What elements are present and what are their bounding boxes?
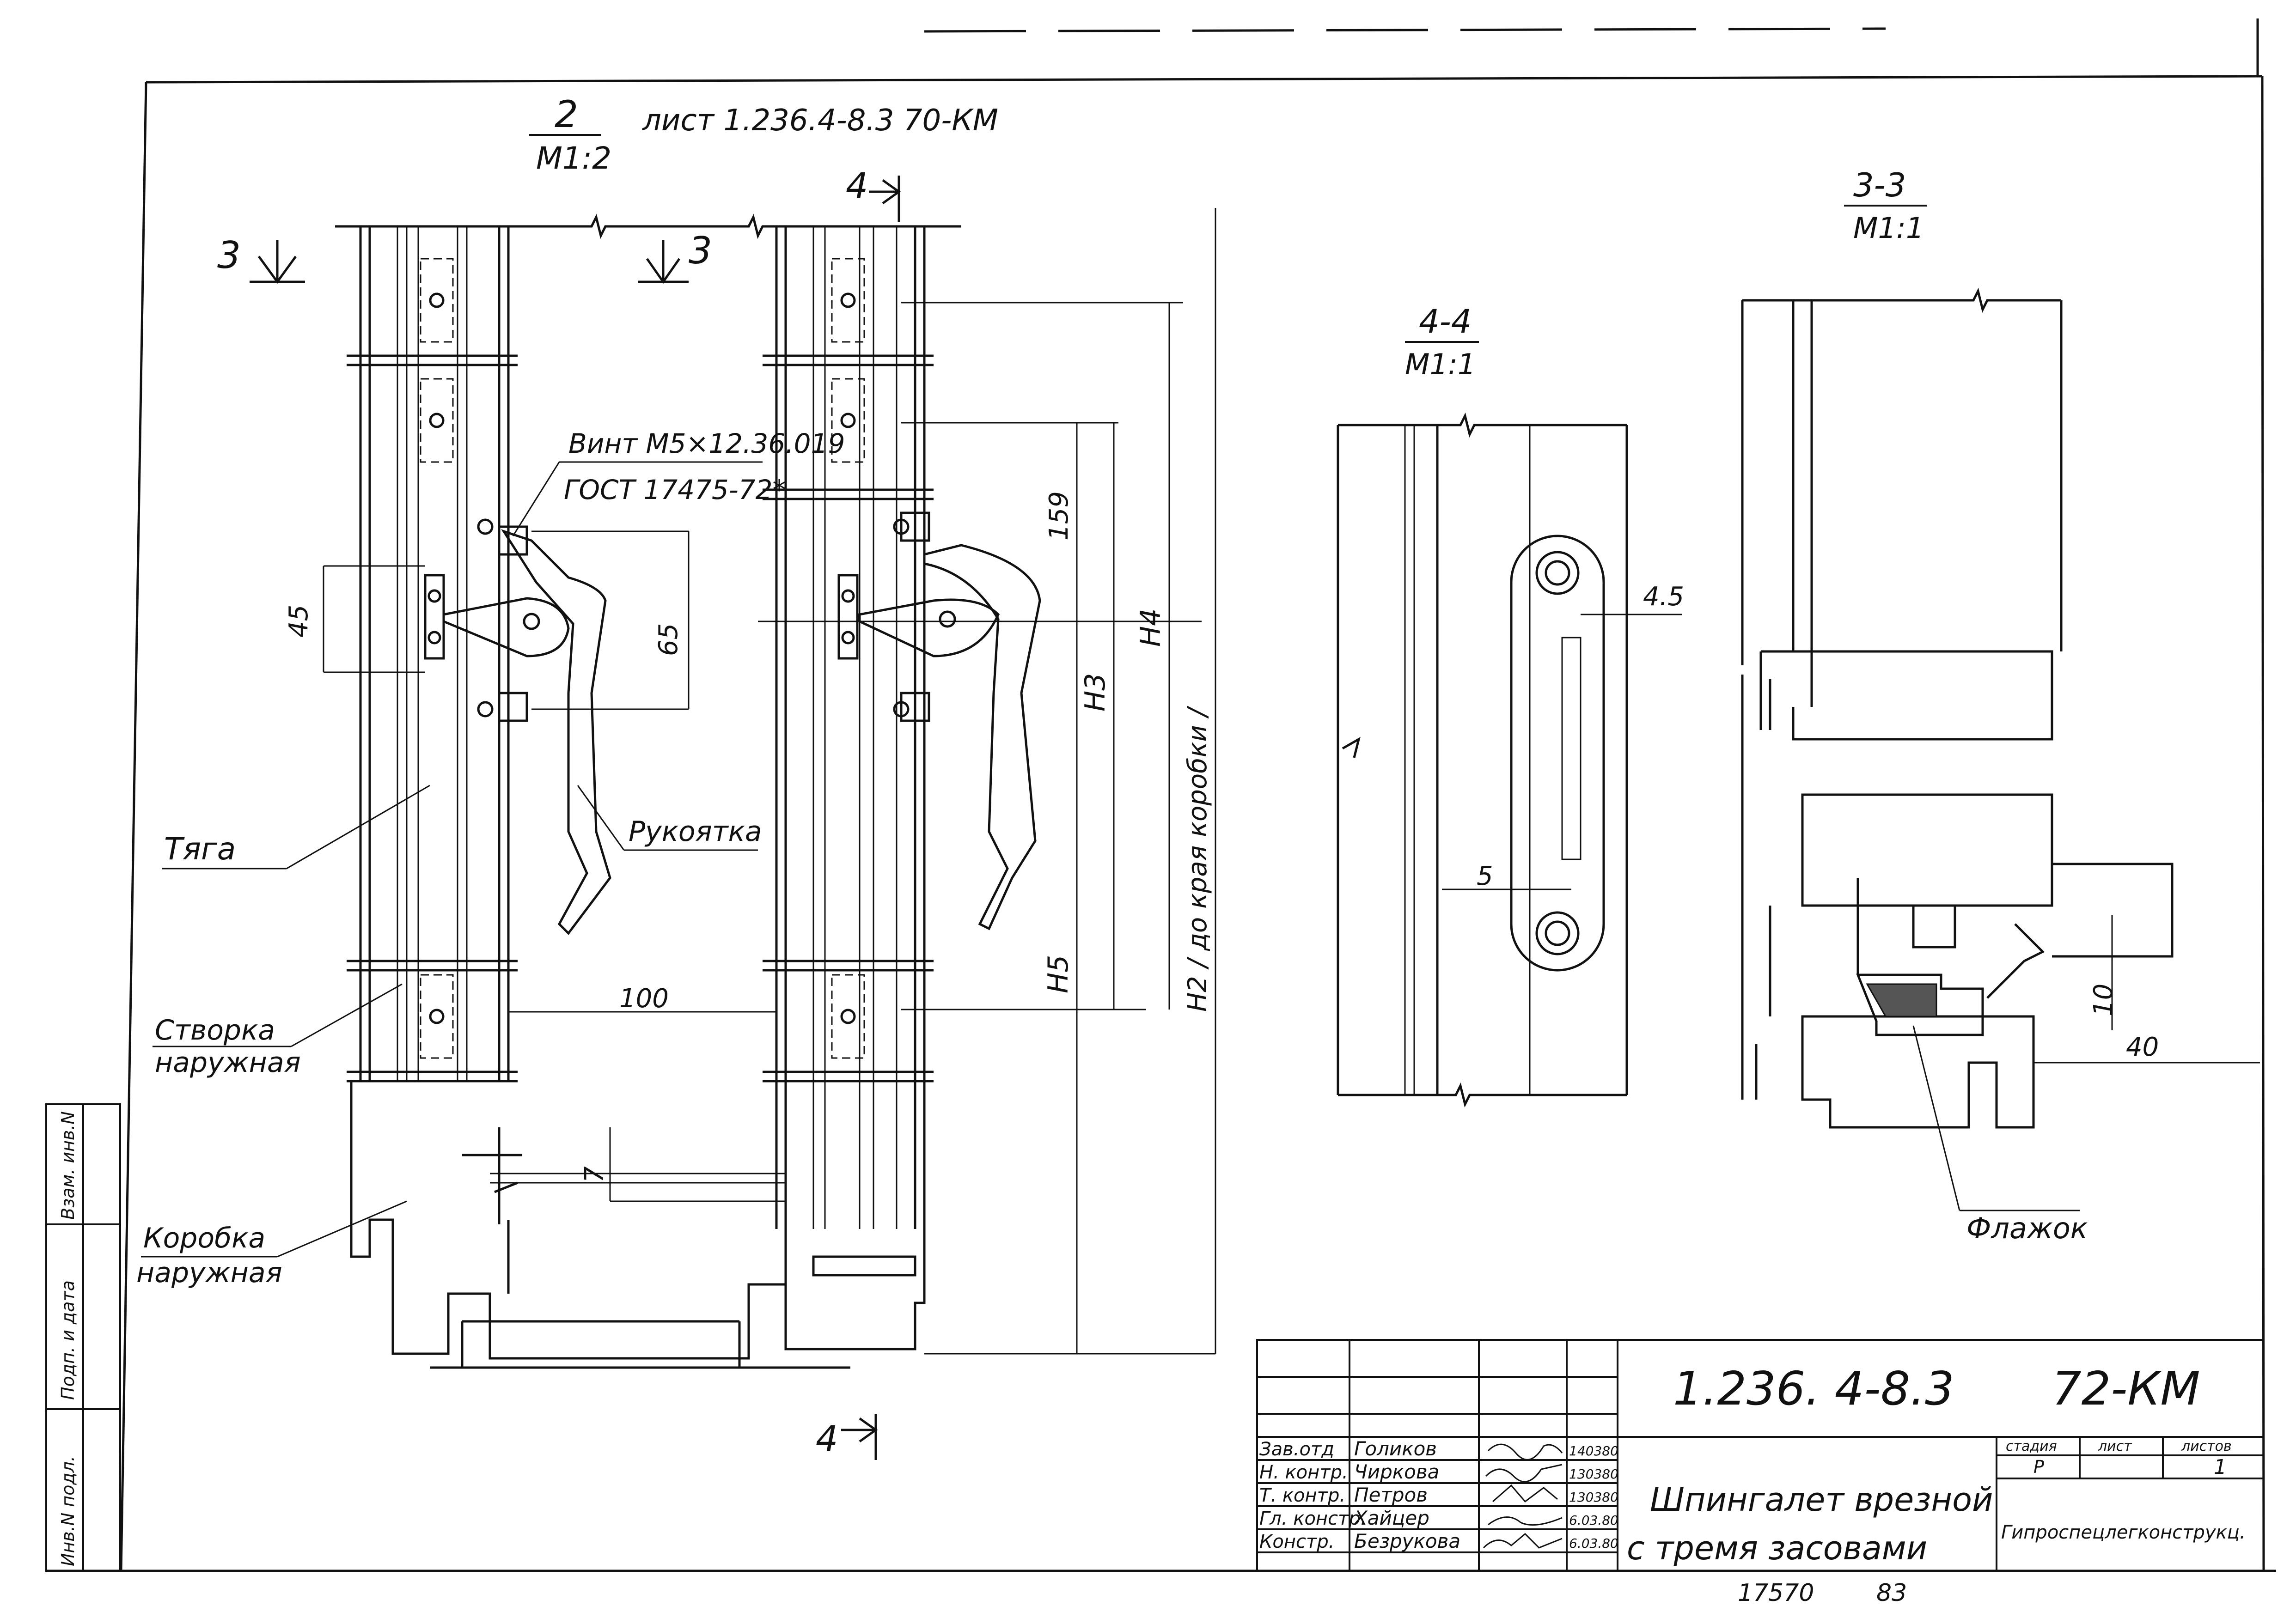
- sash-label-line2: наружная: [155, 1046, 301, 1079]
- sheet-reference: лист 1.236.4-8.3 70-КМ: [641, 103, 998, 138]
- section-3-3-scale: М1:1: [1853, 211, 1924, 245]
- dim-H4: H4: [1135, 608, 1167, 647]
- staff-role: Констр.: [1259, 1531, 1334, 1552]
- document-code: 1.236. 4-8.3: [1673, 1362, 1954, 1416]
- document-title-line2: с тремя засовами: [1627, 1529, 1927, 1567]
- section-4-4: 4-4 М1:1 4.5 5: [1337, 303, 1684, 1108]
- sash-label-line1: Створка: [155, 1014, 275, 1046]
- dim-65: 65: [653, 623, 684, 656]
- dim-4-5: 4.5: [1643, 582, 1684, 612]
- dim-159: 159: [1044, 491, 1074, 541]
- staff-date: 140380: [1569, 1443, 1618, 1459]
- frame-label-line2: наружная: [136, 1257, 282, 1289]
- handle-label: Рукоятка: [629, 815, 762, 848]
- section-4-4-number: 4-4: [1419, 303, 1472, 341]
- screw-label-line1: Винт М5×12.36.019: [568, 428, 845, 459]
- staff-name: Хайцер: [1353, 1507, 1429, 1529]
- drawing-frame: [46, 18, 2276, 1572]
- staff-name: Безрукова: [1354, 1530, 1460, 1552]
- footer-suffix: 83: [1876, 1579, 1907, 1607]
- footer: 17570 83: [1738, 1579, 1907, 1607]
- frame-label-line1: Коробка: [143, 1222, 265, 1254]
- section-3-3: 3-3 М1:1 10 40 Флажок: [1741, 166, 2260, 1245]
- stamp-signature-date: Подп. и дата: [58, 1280, 78, 1400]
- document-sheet-code: 72-КМ: [2052, 1362, 2200, 1416]
- flag-label: Флажок: [1966, 1211, 2088, 1245]
- cut-mark-4-bottom: 4: [816, 1418, 838, 1459]
- cut-mark-3-left: 3: [217, 234, 241, 277]
- dim-7: 7: [580, 1166, 610, 1183]
- staff-row-0: Зав.отд Голиков 140380: [1259, 1437, 1618, 1460]
- stage-header: стадия: [2006, 1438, 2057, 1454]
- organization-name: Гипроспецлегконструкц.: [2001, 1522, 2246, 1543]
- staff-name: Петров: [1354, 1484, 1428, 1506]
- view-2-drawing: [335, 213, 1041, 1369]
- dim-100: 100: [619, 984, 669, 1014]
- cut-marks: 3 3 4 4: [217, 165, 901, 1460]
- dim-H5: H5: [1042, 955, 1075, 993]
- section-3-3-number: 3-3: [1853, 166, 1906, 204]
- dim-40: 40: [2126, 1032, 2159, 1062]
- staff-date: 6.03.80: [1569, 1536, 1618, 1551]
- staff-date: 6.03.80: [1569, 1513, 1618, 1528]
- rod-label: Тяга: [164, 831, 236, 867]
- sheets-value: 1: [2214, 1455, 2227, 1479]
- staff-role: Зав.отд: [1259, 1439, 1334, 1460]
- view-2-header: 2 М1:2 лист 1.236.4-8.3 70-КМ: [529, 93, 998, 176]
- dim-45: 45: [284, 605, 314, 638]
- document-title-line1: Шпингалет врезной: [1650, 1481, 1993, 1519]
- staff-role: Гл. констр.: [1259, 1508, 1366, 1529]
- dim-10: 10: [2088, 984, 2119, 1016]
- staff-date: 130380: [1569, 1490, 1618, 1505]
- view-2-scale: М1:2: [536, 140, 611, 176]
- signatures: [1483, 1443, 1563, 1549]
- staff-row-3: Гл. констр. Хайцер 6.03.80: [1259, 1507, 1618, 1529]
- stamp-inventory-original: Инв.N подл.: [58, 1456, 78, 1566]
- stage-value: Р: [2033, 1457, 2044, 1477]
- left-margin-stamp: Инв.N подл. Подп. и дата Взам. инв.N: [45, 1103, 121, 1572]
- view-2-dimensions: 45 65 159 H4 H3 H5 H2 / до края коробки …: [284, 208, 1216, 1355]
- dim-H2: H2 / до края коробки /: [1183, 706, 1213, 1012]
- staff-role: Н. контр.: [1259, 1462, 1348, 1483]
- view-2-labels: Винт М5×12.36.019 ГОСТ 17475-72* Рукоятк…: [136, 428, 845, 1289]
- sheet-header: лист: [2098, 1438, 2132, 1454]
- stamp-inventory-replaced: Взам. инв.N: [58, 1111, 78, 1220]
- sheets-header: листов: [2181, 1438, 2232, 1454]
- staff-role: Т. контр.: [1259, 1485, 1345, 1506]
- staff-date: 130380: [1569, 1466, 1618, 1482]
- cut-mark-4-top: 4: [846, 165, 868, 206]
- staff-name: Чиркова: [1354, 1460, 1439, 1483]
- dim-H3: H3: [1079, 673, 1111, 712]
- dim-5: 5: [1477, 861, 1493, 891]
- staff-row-2: Т. контр. Петров 130380: [1259, 1484, 1618, 1506]
- section-4-4-scale: М1:1: [1405, 347, 1476, 381]
- staff-row-4: Констр. Безрукова 6.03.80: [1259, 1530, 1618, 1552]
- staff-name: Голиков: [1354, 1437, 1437, 1460]
- staff-row-1: Н. контр. Чиркова 130380: [1259, 1460, 1618, 1483]
- title-block: Зав.отд Голиков 140380 Н. контр. Чиркова…: [1256, 1339, 2265, 1572]
- flag-hatched-part: [1866, 983, 1937, 1017]
- view-2-number: 2: [555, 93, 578, 136]
- screw-label-line2: ГОСТ 17475-72*: [564, 474, 786, 505]
- footer-number: 17570: [1738, 1579, 1814, 1607]
- cut-mark-3-right: 3: [689, 229, 712, 272]
